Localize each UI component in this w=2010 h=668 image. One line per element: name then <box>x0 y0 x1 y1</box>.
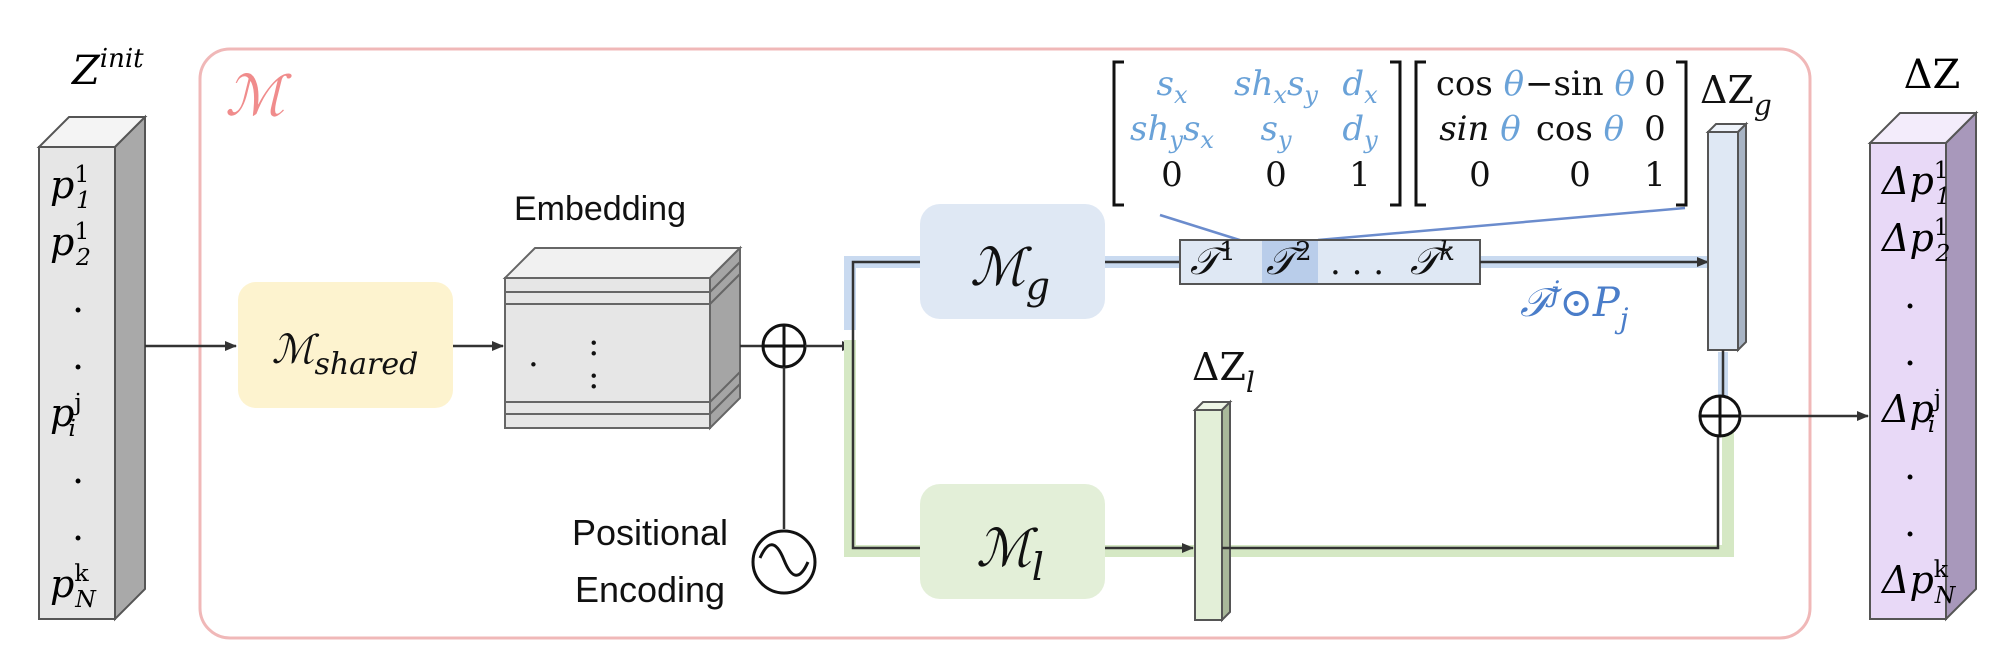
delta-zg-bar <box>1705 121 1749 353</box>
matrix-cell: dy <box>1342 109 1378 154</box>
matrix-cell: cos θ <box>1536 109 1624 149</box>
matrix-cell: 0 <box>1644 109 1666 149</box>
svg-text:ℳg: ℳg <box>970 238 1050 308</box>
matrix-cell: 0 <box>1644 64 1666 104</box>
matrix-cell: dx <box>1342 64 1378 109</box>
output-stack-dots: . <box>1904 444 1916 488</box>
input-stack-title: Zinit <box>70 44 144 94</box>
positional-encoding-icon <box>751 529 817 595</box>
add-node-output <box>1698 394 1742 438</box>
delta-zl-label: ΔZl <box>1192 345 1255 399</box>
delta-zg-label: ΔZg <box>1700 68 1772 122</box>
matrix-cell: 0 <box>1265 155 1287 195</box>
output-stack-dots: . <box>1904 330 1916 374</box>
shared-module: ℳshared <box>238 282 453 408</box>
svg-text:𝒯1: 𝒯1 <box>1190 237 1236 283</box>
transform-apply-label: 𝒯j⊙Pj <box>1520 275 1629 335</box>
svg-text::: : <box>588 357 599 397</box>
add-node-embedding <box>761 323 807 369</box>
positional-encoding-label-2: Encoding <box>575 569 725 610</box>
svg-text:𝒯2: 𝒯2 <box>1266 237 1312 283</box>
embedding-label: Embedding <box>514 190 686 228</box>
svg-text:ℳl: ℳl <box>976 519 1044 589</box>
matrix-cell: −sin θ <box>1525 64 1635 104</box>
global-module: ℳg <box>920 204 1105 319</box>
matrix-cell: sy <box>1260 109 1291 154</box>
transform-strip: 𝒯1 𝒯2 . . . 𝒯k <box>1179 237 1481 285</box>
output-stack-title: ΔZ <box>1904 52 1961 98</box>
input-stack-dots: . <box>72 277 84 321</box>
input-stack-dots: . <box>72 448 84 492</box>
embedding-block: Embedding . : : <box>502 190 743 431</box>
line-to-global <box>851 260 920 346</box>
model-outer-box <box>198 47 1812 640</box>
matrix-cell: 1 <box>1349 155 1371 195</box>
positional-encoding-label: Positional <box>572 512 728 553</box>
local-branch-highlight <box>844 340 1734 557</box>
matrix-cell: cos θ <box>1436 64 1524 104</box>
line-delta-zl-to-add <box>1222 436 1720 550</box>
matrix-cell: 0 <box>1469 155 1491 195</box>
model-label: ℳ <box>225 64 292 129</box>
delta-zl-bar <box>1192 399 1233 623</box>
matrix-cell: 0 <box>1569 155 1591 195</box>
matrix-cell: 0 <box>1161 155 1183 195</box>
svg-text:. . .: . . . <box>1330 243 1384 283</box>
svg-text:ℳshared: ℳshared <box>272 327 419 382</box>
output-stack-dots: . <box>1904 273 1916 317</box>
output-stack-dots: . <box>1904 501 1916 545</box>
matrix-cell: shxsy <box>1234 64 1318 109</box>
input-stack-dots: . <box>72 505 84 549</box>
local-module: ℳl <box>920 484 1105 599</box>
line-to-local <box>851 346 920 550</box>
matrix-cell: sin θ <box>1439 109 1521 149</box>
matrix-connector-right <box>1317 206 1686 242</box>
matrix-cell: sx <box>1157 64 1188 109</box>
matrix-cell: 1 <box>1644 155 1666 195</box>
matrix-cell: shysx <box>1130 109 1214 154</box>
input-stack-dots: . <box>72 334 84 378</box>
embedding-dots-horizontal: . <box>528 335 539 375</box>
embedding-dots-vertical: : <box>588 324 599 364</box>
